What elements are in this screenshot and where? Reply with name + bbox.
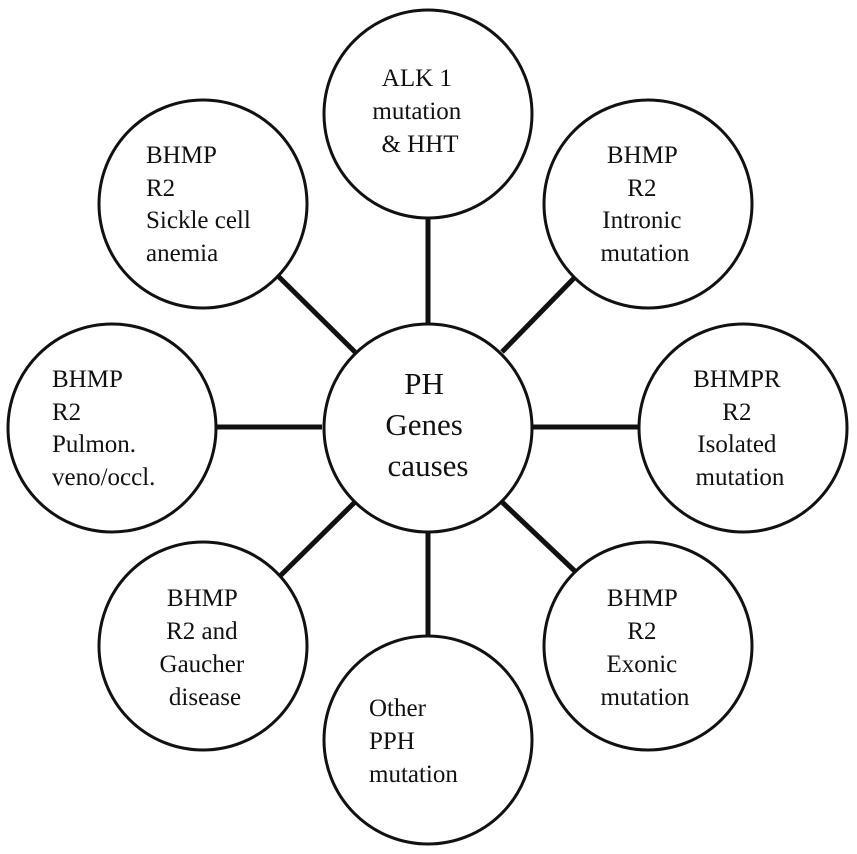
node-bottom-line-3: mutation [369,761,458,788]
spokes [216,215,640,636]
node-circle-bottom-right [542,540,754,752]
node-bottom-right: BHMP R2 Exonic mutation [542,540,754,752]
node-top-line-2: mutation [372,98,461,125]
center-circle [322,322,534,534]
node-left-line-3: Pulmon. [52,431,136,458]
node-bottom-right-line-3: Exonic [606,651,677,678]
center-node: PH Genes causes [322,322,534,534]
center-line-3: causes [388,448,469,483]
node-label-top: ALK 1 mutation & HHT [372,65,467,158]
node-top-left-line-2: R2 [146,175,175,202]
node-label-bottom-right: BHMP R2 Exonic mutation [601,585,690,711]
node-bottom-line-2: PPH [369,728,415,755]
node-top-left-line-1: BHMP [146,142,216,169]
node-bottom-left-line-4: disease [169,684,241,711]
node-top-line-1: ALK 1 [382,65,452,92]
node-right: BHMPR R2 Isolated mutation [637,322,849,534]
node-circle-bottom [322,634,534,846]
node-circle-top [322,8,534,220]
node-top-right: BHMP R2 Intronic mutation [542,98,754,310]
node-top-right-line-1: BHMP [607,142,677,169]
node-circle-right [637,322,849,534]
node-label-top-right: BHMP R2 Intronic mutation [601,142,690,267]
node-left-line-4: veno/occl. [52,464,155,491]
node-label-bottom: Other PPH mutation [369,695,458,788]
node-right-line-4: mutation [696,464,785,491]
node-label-bottom-left: BHMP R2 and Gaucher disease [160,585,251,711]
spoke-top-right [500,270,582,354]
node-bottom-right-line-4: mutation [601,684,690,711]
node-top-right-line-2: R2 [627,175,656,202]
node-bottom-line-1: Other [369,695,427,722]
node-bottom: Other PPH mutation [322,634,534,846]
node-left: BHMP R2 Pulmon. veno/occl. [6,322,218,534]
node-label-right: BHMPR R2 Isolated mutation [693,366,787,491]
center-line-1: PH [404,366,444,401]
node-left-line-1: BHMP [52,366,122,393]
center-line-2: Genes [385,407,462,442]
node-circle-top-right [542,98,754,310]
node-circle-top-left [97,98,309,310]
node-bottom-right-line-1: BHMP [607,585,677,612]
node-top-right-line-4: mutation [601,240,690,267]
node-top-left-line-3: Sickle cell [146,207,251,234]
node-circle-left [6,322,218,534]
center-label: PH Genes causes [385,366,470,483]
node-bottom-left-line-2: R2 and [166,618,238,645]
node-top: ALK 1 mutation & HHT [322,8,534,220]
spoke-bottom-left [276,500,357,580]
node-top-line-3: & HHT [381,131,458,158]
node-top-right-line-3: Intronic [602,207,681,234]
node-top-left: BHMP R2 Sickle cell anemia [97,98,309,310]
node-right-line-2: R2 [722,399,751,426]
spoke-top-left [276,274,357,354]
node-bottom-right-line-2: R2 [627,618,656,645]
node-left-line-2: R2 [52,399,81,426]
node-right-line-1: BHMPR [693,366,781,393]
node-bottom-left-line-1: BHMP [167,585,237,612]
node-top-left-line-4: anemia [146,240,218,267]
node-bottom-left: BHMP R2 and Gaucher disease [97,540,309,752]
spoke-bottom-right [500,500,582,578]
node-circle-bottom-left [97,540,309,752]
node-label-top-left: BHMP R2 Sickle cell anemia [146,142,257,267]
node-right-line-3: Isolated [697,431,777,458]
node-bottom-left-line-3: Gaucher [160,651,245,678]
node-label-left: BHMP R2 Pulmon. veno/occl. [52,366,155,491]
